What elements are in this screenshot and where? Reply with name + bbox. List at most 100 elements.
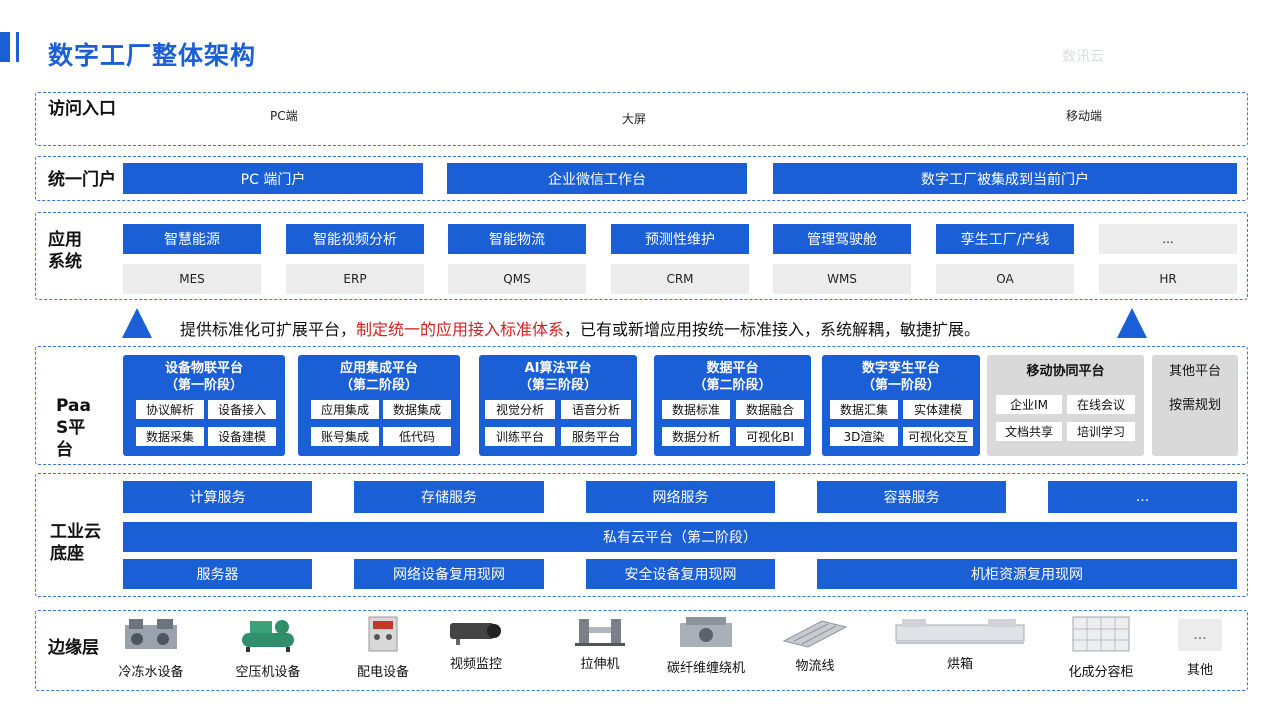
paas-data-title: 数据平台（第二阶段） <box>654 360 811 394</box>
app-oa[interactable]: OA <box>936 264 1074 294</box>
app-predictive-maintenance[interactable]: 预测性维护 <box>611 224 749 254</box>
integration-banner: 提供标准化可扩展平台，制定统一的应用接入标准体系，已有或新增应用按统一标准接入，… <box>180 316 980 340</box>
edge-label: 碳纤维缠绕机 <box>666 661 745 676</box>
paas-data-item[interactable]: 数据标准 <box>662 400 730 419</box>
app-twin-factory[interactable]: 孪生工厂/产线 <box>936 224 1074 254</box>
app-cockpit[interactable]: 管理驾驶舱 <box>773 224 911 254</box>
app-hr[interactable]: HR <box>1099 264 1237 294</box>
cloud-more-service[interactable]: ... <box>1048 481 1237 513</box>
paas-iot-stage: （第一阶段） <box>164 378 243 393</box>
cloud-compute-service[interactable]: 计算服务 <box>123 481 312 513</box>
edge-oven[interactable]: 烘箱 <box>890 615 1030 672</box>
app-crm[interactable]: CRM <box>611 264 749 294</box>
paas-twin-title: 数字孪生平台（第一阶段） <box>822 360 980 394</box>
paas-twin-item[interactable]: 可视化交互 <box>903 427 973 446</box>
edge-label: 烘箱 <box>946 657 973 672</box>
cloud-container-service[interactable]: 容器服务 <box>817 481 1006 513</box>
edge-label: 化成分容柜 <box>1068 665 1134 680</box>
paas-twin-item[interactable]: 实体建模 <box>903 400 973 419</box>
paas-integration-platform[interactable]: 应用集成平台 （第二阶段） 应用集成 数据集成 账号集成 低代码 <box>298 355 460 456</box>
cloud-network-service[interactable]: 网络服务 <box>586 481 775 513</box>
paas-integration-title-text: 应用集成平台 <box>339 361 418 376</box>
paas-ai-platform[interactable]: AI算法平台（第三阶段） 视觉分析 语音分析 训练平台 服务平台 <box>479 355 637 456</box>
paas-twin-platform[interactable]: 数字孪生平台（第一阶段） 数据汇集 实体建模 3D渲染 可视化交互 <box>822 355 980 456</box>
paas-ai-item[interactable]: 服务平台 <box>561 427 631 446</box>
paas-layer: PaaS平台 <box>35 346 1248 465</box>
paas-iot-platform[interactable]: 设备物联平台（第一阶段） 协议解析 设备接入 数据采集 设备建模 <box>123 355 285 456</box>
paas-integration-item[interactable]: 应用集成 <box>311 400 379 419</box>
edge-other[interactable]: ... 其他 <box>1178 615 1222 678</box>
cloud-storage-service[interactable]: 存储服务 <box>354 481 544 513</box>
cloud-cabinet-resource[interactable]: 机柜资源复用现网 <box>817 559 1237 589</box>
edge-chiller[interactable]: 冷冻水设备 <box>115 615 187 680</box>
stretcher-machine-icon <box>575 619 625 646</box>
edge-video-surveillance[interactable]: 视频监控 <box>441 615 511 672</box>
paas-mobile-platform[interactable]: 移动协同平台 企业IM 在线会议 文档共享 培训学习 <box>987 355 1144 456</box>
paas-ai-item[interactable]: 训练平台 <box>485 427 555 446</box>
paas-integration-title: 应用集成平台 （第二阶段） <box>298 360 460 394</box>
paas-integration-item[interactable]: 数据集成 <box>383 400 451 419</box>
apps-layer: 应用系统 <box>35 212 1248 300</box>
edge-stretcher[interactable]: 拉伸机 <box>565 615 635 672</box>
title-accent-line <box>16 32 19 62</box>
paas-iot-item[interactable]: 设备建模 <box>208 427 276 446</box>
portal-pc[interactable]: PC 端门户 <box>123 163 423 194</box>
edge-formation-cabinet[interactable]: 化成分容柜 <box>1060 615 1142 680</box>
page-title: 数字工厂整体架构 <box>48 41 257 70</box>
paas-mobile-item[interactable]: 培训学习 <box>1067 422 1135 441</box>
paas-integration-stage: （第二阶段） <box>339 378 418 393</box>
chiller-icon <box>125 619 177 649</box>
edge-carbon-fiber-winder[interactable]: 碳纤维缠绕机 <box>661 615 751 676</box>
paas-layer-label: PaaS平台 <box>56 395 106 461</box>
app-smart-logistics[interactable]: 智能物流 <box>448 224 586 254</box>
cloud-network-device[interactable]: 网络设备复用现网 <box>354 559 544 589</box>
edge-air-compressor[interactable]: 空压机设备 <box>228 615 308 680</box>
cloud-layer-label-text: 工业云底座 <box>50 522 101 564</box>
app-more[interactable]: ... <box>1099 224 1237 254</box>
paas-mobile-item[interactable]: 文档共享 <box>996 422 1062 441</box>
edge-power-distribution[interactable]: 配电设备 <box>350 615 416 680</box>
paas-ai-title: AI算法平台（第三阶段） <box>479 360 637 394</box>
edge-label: 物流线 <box>795 659 835 674</box>
paas-integration-item[interactable]: 低代码 <box>383 427 451 446</box>
portal-wechat-work[interactable]: 企业微信工作台 <box>447 163 747 194</box>
paas-iot-item[interactable]: 协议解析 <box>136 400 204 419</box>
portal-layer: 统一门户 <box>35 156 1248 201</box>
up-arrow-right-icon <box>1117 308 1147 338</box>
paas-data-item[interactable]: 数据融合 <box>736 400 804 419</box>
paas-layer-label-text: PaaS平台 <box>56 396 91 460</box>
paas-data-item[interactable]: 数据分析 <box>662 427 730 446</box>
winding-machine-icon <box>680 617 732 647</box>
cloud-server[interactable]: 服务器 <box>123 559 312 589</box>
paas-other-title: 其他平台 <box>1168 364 1221 379</box>
paas-twin-item[interactable]: 3D渲染 <box>830 427 898 446</box>
paas-data-platform[interactable]: 数据平台（第二阶段） 数据标准 数据融合 数据分析 可视化BI <box>654 355 811 456</box>
paas-mobile-item[interactable]: 企业IM <box>996 395 1062 414</box>
paas-iot-item[interactable]: 数据采集 <box>136 427 204 446</box>
edge-logistics-line[interactable]: 物流线 <box>780 615 850 674</box>
app-mes[interactable]: MES <box>123 264 261 294</box>
paas-data-item[interactable]: 可视化BI <box>736 427 804 446</box>
cloud-layer: 工业云底座 <box>35 473 1248 597</box>
portal-integrated[interactable]: 数字工厂被集成到当前门户 <box>773 163 1237 194</box>
paas-iot-title: 设备物联平台（第一阶段） <box>123 360 285 394</box>
paas-integration-item[interactable]: 账号集成 <box>311 427 379 446</box>
app-smart-energy[interactable]: 智慧能源 <box>123 224 261 254</box>
paas-ai-item[interactable]: 视觉分析 <box>485 400 555 419</box>
apps-layer-label: 应用系统 <box>48 229 88 273</box>
cloud-private-platform[interactable]: 私有云平台（第二阶段） <box>123 522 1237 552</box>
paas-twin-item[interactable]: 数据汇集 <box>830 400 898 419</box>
paas-other-sub: 按需规划 <box>1168 398 1221 413</box>
app-qms[interactable]: QMS <box>448 264 586 294</box>
app-erp[interactable]: ERP <box>286 264 424 294</box>
access-layer-label: 访问入口 <box>48 99 116 119</box>
watermark-logo: 数讯云 <box>1062 49 1104 65</box>
paas-mobile-item[interactable]: 在线会议 <box>1067 395 1135 414</box>
paas-ai-item[interactable]: 语音分析 <box>561 400 631 419</box>
paas-other-platform[interactable]: 其他平台 按需规划 <box>1152 355 1238 456</box>
cloud-security-device[interactable]: 安全设备复用现网 <box>586 559 775 589</box>
app-wms[interactable]: WMS <box>773 264 911 294</box>
paas-iot-item[interactable]: 设备接入 <box>208 400 276 419</box>
app-video-analysis[interactable]: 智能视频分析 <box>286 224 424 254</box>
access-layer: 访问入口 PC端 大屏 移动端 <box>35 92 1248 146</box>
